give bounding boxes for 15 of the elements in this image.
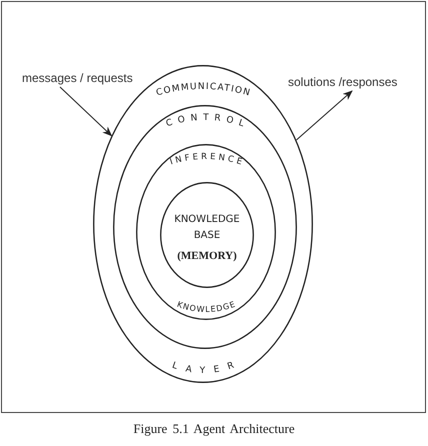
core-circle — [160, 182, 254, 288]
input-label: messages / requests — [22, 70, 133, 86]
arrow — [60, 86, 112, 136]
layer-label: LAYER — [170, 361, 236, 376]
layer-ellipse — [113, 105, 297, 349]
core-label: (MEMORY) — [176, 249, 238, 264]
layer-ellipse — [136, 144, 276, 320]
arrow — [296, 90, 353, 140]
layer-label: KNOWLEDGE — [176, 300, 236, 314]
output-label: solutions /responses — [288, 74, 398, 90]
figure-caption: Figure 5.1 Agent Architecture — [132, 421, 296, 437]
core-label: KNOWLEDGE BASE — [173, 213, 241, 243]
layer-label: CONTROL — [165, 113, 245, 130]
layer-label: COMMUNICATION — [155, 82, 251, 99]
layer-label: INFERENCE — [168, 152, 244, 168]
